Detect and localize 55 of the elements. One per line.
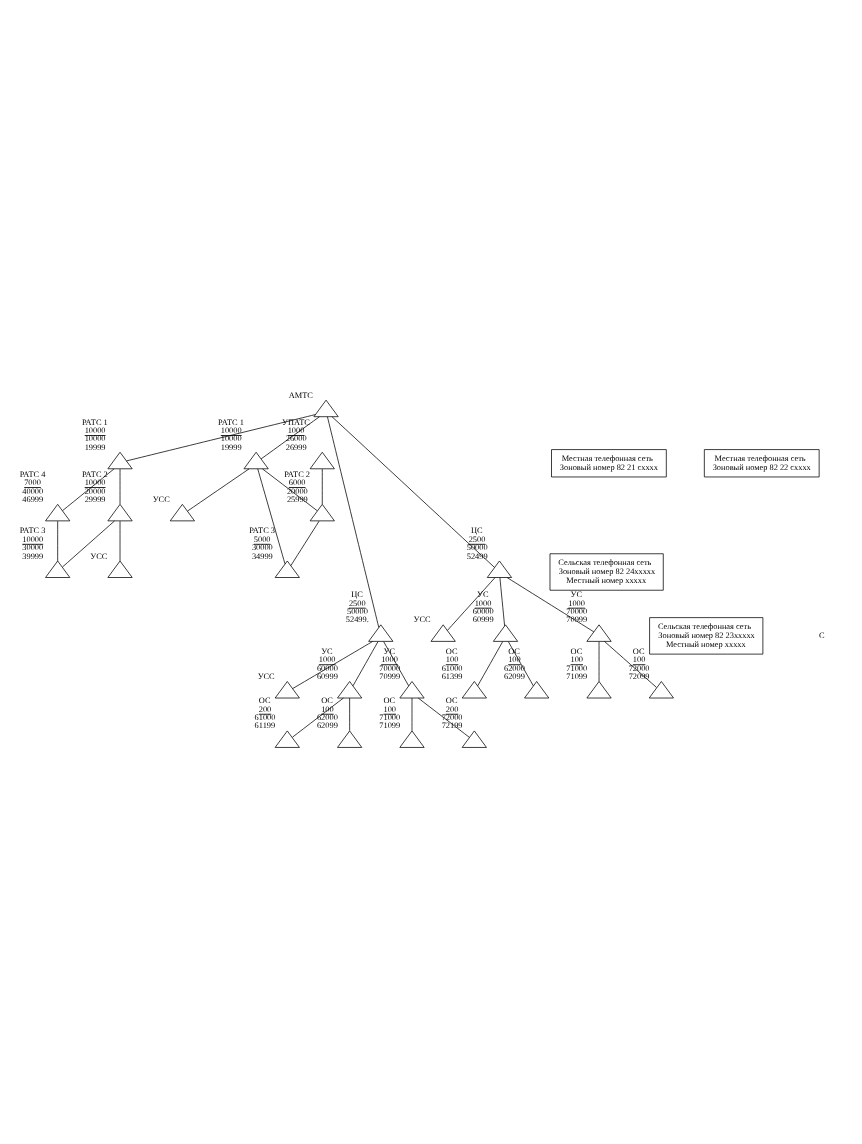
node-triangle xyxy=(274,681,300,699)
node-triangle xyxy=(274,560,300,578)
node-triangle xyxy=(486,560,512,578)
node-triangle xyxy=(399,681,425,699)
node-triangle xyxy=(648,681,674,699)
node-triangle xyxy=(586,681,612,699)
node-triangle xyxy=(461,730,487,748)
node-triangle xyxy=(45,560,71,578)
connector xyxy=(62,468,115,512)
connector xyxy=(119,520,121,562)
connector xyxy=(290,520,320,567)
connector xyxy=(349,697,350,732)
connector xyxy=(447,577,496,631)
node-triangle xyxy=(337,730,363,748)
node-triangle xyxy=(399,730,425,748)
node-triangle xyxy=(274,730,300,748)
node-triangle xyxy=(45,503,71,522)
node-triangle xyxy=(313,399,339,418)
node-triangle xyxy=(243,451,269,470)
node-triangle xyxy=(309,503,335,522)
connector xyxy=(598,641,600,682)
connector xyxy=(352,641,379,687)
connector xyxy=(327,416,380,628)
node-triangle xyxy=(524,681,550,699)
connector xyxy=(260,416,320,460)
node-triangle xyxy=(492,624,519,642)
connector xyxy=(508,641,534,687)
node-triangle xyxy=(107,451,133,470)
connector xyxy=(321,468,323,505)
connector xyxy=(126,414,316,462)
connector xyxy=(262,468,318,512)
connector xyxy=(604,641,657,688)
node-triangle xyxy=(586,624,612,642)
connector xyxy=(331,416,495,568)
connector xyxy=(292,697,344,738)
connector xyxy=(499,577,505,627)
node-triangle xyxy=(169,503,195,522)
node-triangle xyxy=(337,681,363,699)
connector xyxy=(119,468,121,505)
connector xyxy=(292,641,373,689)
connector xyxy=(187,468,250,512)
node-triangle xyxy=(368,624,394,642)
connector xyxy=(57,520,59,562)
connector xyxy=(411,697,413,732)
connector xyxy=(383,641,410,687)
node-triangle xyxy=(107,560,133,578)
connector xyxy=(62,520,115,568)
connector xyxy=(506,577,595,633)
node-triangle xyxy=(461,681,487,699)
node-triangle xyxy=(309,451,335,470)
connector xyxy=(257,468,286,565)
connector xyxy=(477,641,503,687)
connector xyxy=(417,697,470,738)
node-triangle xyxy=(430,624,456,642)
node-triangle xyxy=(107,503,133,522)
